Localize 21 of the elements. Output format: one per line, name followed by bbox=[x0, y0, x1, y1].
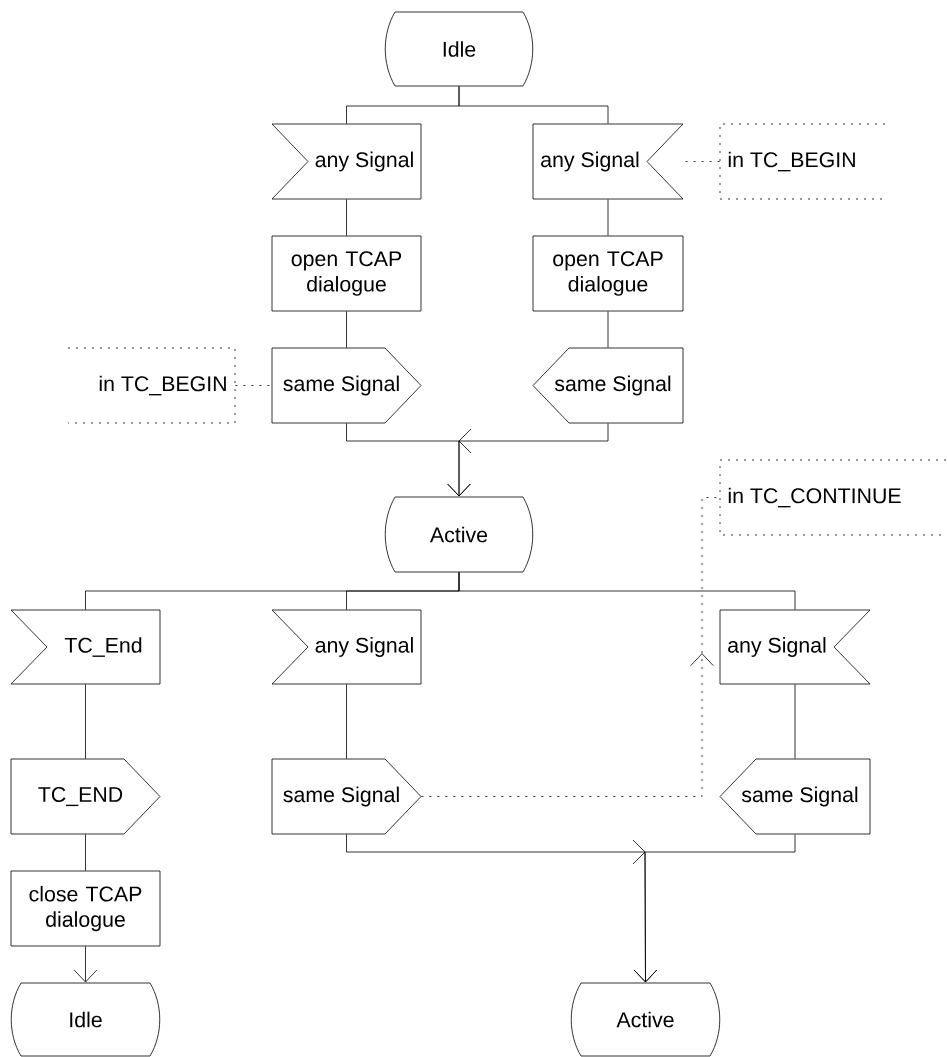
connector-line bbox=[794, 684, 796, 759]
leader-line bbox=[235, 385, 272, 386]
connector-line bbox=[85, 684, 86, 759]
connector-line bbox=[458, 572, 796, 610]
leader-line bbox=[683, 161, 720, 162]
arrow bbox=[447, 423, 609, 497]
task-box: open TCAP dialogue bbox=[271, 235, 422, 312]
arrow bbox=[73, 946, 98, 983]
arrow bbox=[633, 834, 796, 983]
connector-line bbox=[346, 684, 347, 759]
comment-box: in TC_BEGIN bbox=[719, 123, 886, 200]
task-box: open TCAP dialogue bbox=[532, 235, 684, 312]
connector-line bbox=[607, 199, 609, 236]
connector-line bbox=[85, 834, 86, 871]
connector-line bbox=[346, 199, 347, 236]
connector-line bbox=[458, 86, 609, 124]
comment-box: in TC_BEGIN bbox=[67, 347, 236, 424]
connector-line bbox=[607, 311, 609, 348]
task-box: close TCAP dialogue bbox=[10, 870, 161, 947]
comment-box: in TC_CONTINUE bbox=[719, 459, 947, 536]
connector-line bbox=[346, 311, 347, 348]
